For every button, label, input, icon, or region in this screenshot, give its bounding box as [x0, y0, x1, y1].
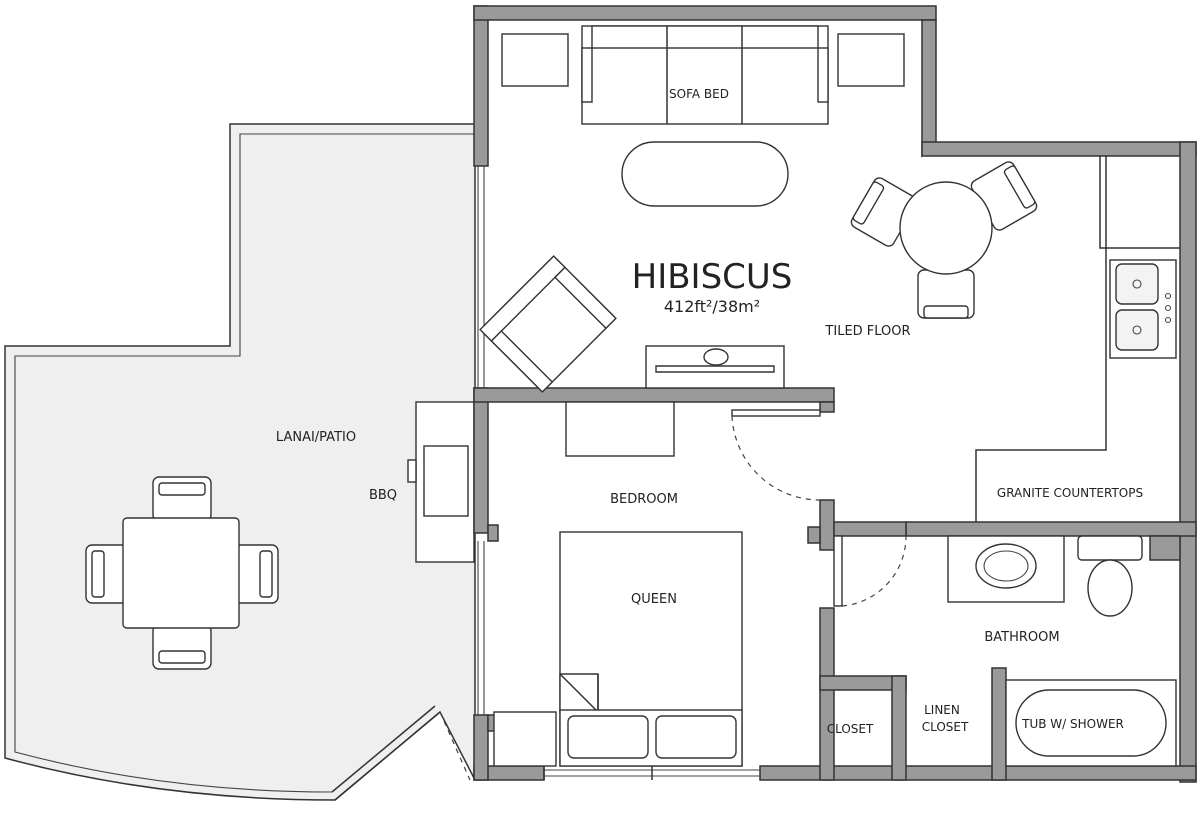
dresser — [565, 401, 675, 457]
coffee-table — [621, 141, 789, 207]
label-tiled-floor: TILED FLOOR — [824, 324, 910, 339]
tv-console — [645, 345, 785, 389]
end-table-right — [837, 33, 905, 87]
unit-area: 412ft²/38m² — [664, 297, 760, 316]
toilet — [1077, 535, 1143, 617]
queen-bed — [559, 531, 743, 767]
label-linen-closet-line2: CLOSET — [922, 720, 969, 734]
end-table-left — [501, 33, 569, 87]
sofa-bed — [581, 25, 829, 125]
vanity-sink — [947, 535, 1065, 603]
label-queen: QUEEN — [631, 592, 677, 607]
dining-table — [899, 181, 993, 275]
bbq-grill — [407, 401, 475, 563]
kitchen-counters — [975, 156, 1180, 522]
bathtub — [1005, 679, 1177, 767]
armchair — [479, 255, 617, 393]
label-bedroom: BEDROOM — [610, 492, 678, 507]
doors — [439, 409, 907, 781]
windows — [477, 166, 760, 780]
lanai-patio-area — [4, 123, 476, 801]
patio-dining-set — [85, 476, 279, 670]
unit-title: HIBISCUS — [632, 257, 793, 297]
label-linen-closet-line1: LINEN — [924, 703, 960, 717]
walls — [473, 5, 1197, 783]
label-lanai-patio: LANAI/PATIO — [276, 430, 356, 445]
label-bbq: BBQ — [369, 488, 397, 503]
label-closet: CLOSET — [827, 722, 874, 736]
nightstand — [493, 711, 557, 767]
patio-table — [122, 517, 240, 629]
label-granite-countertops: GRANITE COUNTERTOPS — [997, 486, 1143, 500]
label-tub-shower: TUB W/ SHOWER — [1021, 717, 1124, 731]
label-sofa-bed: SOFA BED — [669, 87, 729, 101]
label-bathroom: BATHROOM — [984, 630, 1059, 645]
dining-set — [850, 161, 1038, 319]
